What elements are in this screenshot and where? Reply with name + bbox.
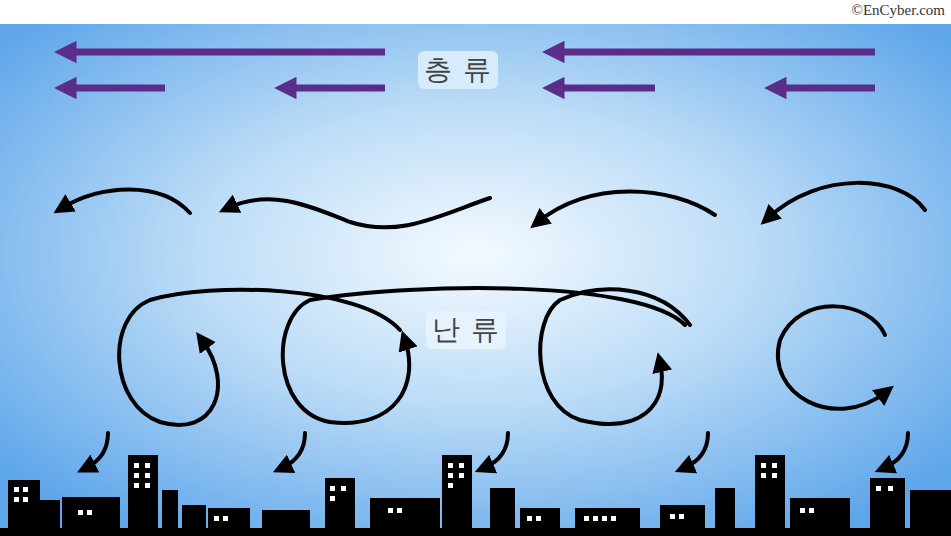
laminar-arrows — [72, 52, 875, 88]
turbulent-loops — [119, 288, 886, 425]
laminar-flow-label: 층 류 — [418, 51, 498, 89]
city-skyline — [0, 455, 951, 536]
wavy-arrows — [62, 183, 925, 228]
watermark: ©EnCyber.com — [852, 2, 945, 19]
building-windows — [14, 463, 893, 521]
sky-background — [0, 24, 951, 536]
turbulent-flow-label: 난 류 — [426, 311, 506, 349]
